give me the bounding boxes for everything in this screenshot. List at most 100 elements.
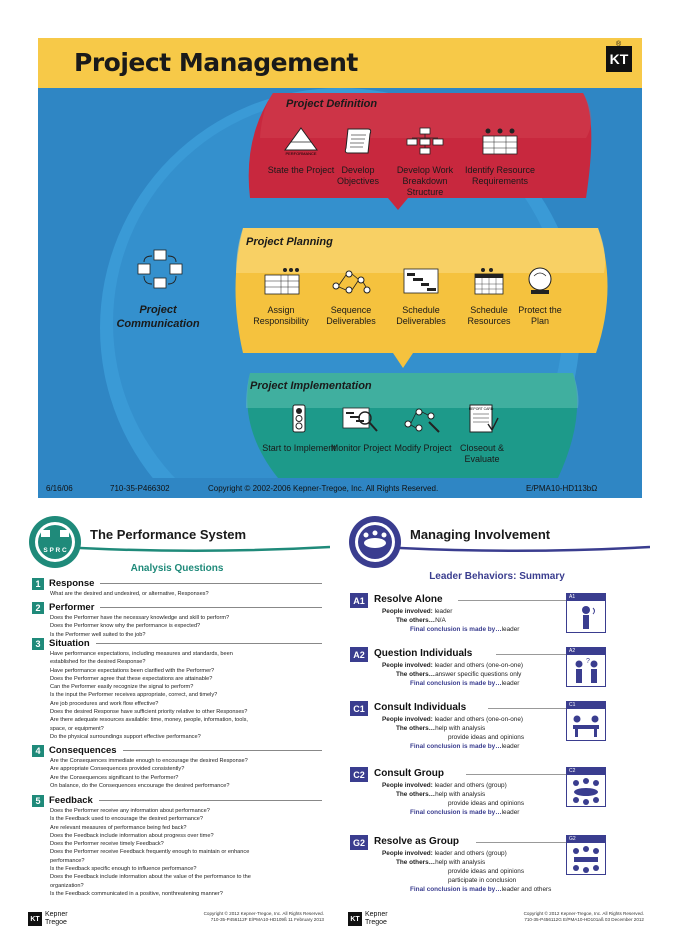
scroll-icon (344, 128, 372, 154)
step-label: Monitor Project (330, 443, 392, 453)
svg-text:?: ? (586, 658, 590, 665)
footer-copyright: Copyright © 2012 Kepner-Tregoe, Inc. All… (148, 911, 324, 923)
section-title: Consequences (49, 745, 117, 756)
people-line: People involved: leader (382, 608, 453, 615)
resolve-alone-icon: A1 (566, 593, 606, 633)
performance-system-title: The Performance System (90, 527, 247, 542)
section-number: 5 (32, 794, 44, 807)
others-line-3: participate in conclusion (448, 877, 517, 884)
copyright-line2: 710-35-P456112G E/PMA10-HD101aß 03 Decem… (524, 917, 644, 922)
project-management-card: Project Management KT ® Project Definiti… (38, 38, 642, 498)
behavior-title: Resolve as Group (374, 836, 460, 847)
report-card-icon: REPORT CARD (469, 404, 499, 433)
pm-footer-code: 710-35-P466302 (110, 484, 170, 493)
brand-line2: Tregoe (365, 919, 387, 926)
brand-line1: Kepner (365, 911, 388, 918)
question-item: Are job procedures and work flow effecti… (50, 700, 159, 707)
step-start-implement: Start to Implement (262, 404, 336, 454)
footer-brand: Kepner Tregoe (365, 911, 388, 927)
brand-line1: Kepner (45, 911, 68, 918)
network-icon (332, 270, 371, 294)
section-title: Feedback (49, 795, 93, 806)
question-item: Does the Feedback include information ab… (50, 874, 251, 881)
section-title: Situation (49, 638, 90, 649)
section-number: 3 (32, 637, 44, 650)
question-item: Is the Feedback specific enough to influ… (50, 866, 197, 873)
calendar-icon (474, 268, 504, 295)
performance-system-badge-icon: S P R C (29, 516, 81, 568)
copyright-line1: Copyright © 2012 Kepner-Tregoe, Inc. All… (523, 911, 644, 916)
final-line: Final conclusion is made by…leader and o… (410, 886, 552, 893)
pm-footer-copyright: Copyright © 2002-2006 Kepner-Tregoe, Inc… (208, 484, 439, 493)
behavior-code: A2 (350, 647, 368, 662)
question-item: Does the Performer agree that these expe… (50, 675, 213, 682)
behavior-a2: A2 Question Individuals People involved:… (348, 647, 646, 707)
step-monitor-project: Monitor Project (324, 404, 398, 454)
org-chart-icon (406, 127, 444, 155)
behavior-code: C2 (350, 767, 368, 782)
communication-cycle-icon (137, 249, 183, 289)
communication-label-line2: Communication (116, 318, 200, 330)
question-item: Is the input the Performer receives appr… (50, 692, 218, 699)
copyright-line2: 710-35-P456112F E/PMA10-HD109ß 11 Februa… (210, 917, 324, 922)
leader-behaviors-subtitle: Leader Behaviors: Summary (429, 571, 565, 582)
others-line: The others…answer specific questions onl… (396, 671, 522, 678)
step-state-project: PERFORMANCE State the Project (264, 126, 338, 176)
final-line: Final conclusion is made by…leader (410, 743, 520, 750)
pyramid-caption: PERFORMANCE (285, 151, 316, 156)
question-item: Are relevant measures of performance bei… (50, 824, 187, 831)
step-label: Sequence Deliverables (326, 305, 376, 326)
behavior-title: Consult Group (374, 768, 444, 779)
step-develop-wbs: Develop Work Breakdown Structure (388, 126, 462, 198)
section-number: 2 (32, 601, 44, 614)
step-label: State the Project (267, 165, 335, 175)
step-assign-responsibility: Assign Responsibility (244, 266, 318, 327)
step-develop-objectives: Develop Objectives (321, 126, 395, 187)
question-item: Are the Consequences significant to the … (50, 774, 179, 781)
magnifier-icon (342, 407, 378, 432)
brand-line2: Tregoe (45, 919, 67, 926)
question-item: performance? (50, 857, 85, 864)
question-item: Is the Feedback used to encourage the de… (50, 816, 203, 823)
step-closeout-evaluate: REPORT CARD Closeout & Evaluate (442, 404, 522, 465)
question-item: What are the desired and undesired, or a… (50, 591, 209, 597)
final-line: Final conclusion is made by…leader (410, 809, 520, 816)
people-line: People involved: leader and others (one-… (382, 716, 524, 723)
behavior-title: Question Individuals (374, 648, 473, 659)
final-line: Final conclusion is made by…leader (410, 626, 520, 633)
step-label: Schedule Deliverables (396, 305, 446, 326)
communication-label: Project Communication (98, 303, 218, 331)
traffic-light-icon (292, 404, 306, 433)
question-item: Are the Consequences immediate enough to… (50, 758, 248, 764)
behavior-code: C1 (350, 701, 368, 716)
question-individuals-icon: A2 ? (566, 647, 606, 687)
behavior-title: Resolve Alone (374, 594, 443, 605)
kt-logo: KT (606, 46, 632, 72)
pm-footer-doc-id: E/PMA10-HD113bΩ (526, 484, 598, 493)
managing-involvement-title: Managing Involvement (410, 527, 551, 542)
final-line: Final conclusion is made by…leader (410, 680, 520, 687)
step-schedule-resources: Schedule Resources (452, 266, 526, 327)
step-identify-resources: Identify Resource Requirements (458, 126, 542, 187)
behavior-title: Consult Individuals (374, 702, 467, 713)
matrix-icon (264, 268, 300, 295)
question-item: Does the Performer receive Feedback freq… (50, 849, 250, 856)
people-line: People involved: leader and others (grou… (382, 782, 507, 789)
planning-title: Project Planning (246, 236, 333, 248)
step-schedule-deliverables: Schedule Deliverables (384, 266, 458, 327)
section-number: 4 (32, 744, 44, 757)
consult-group-icon: C2 (566, 767, 606, 807)
step-label: Modify Project (394, 443, 452, 453)
step-label: Schedule Resources (467, 305, 511, 326)
implementation-title: Project Implementation (250, 380, 372, 392)
question-item: established for the desired Response? (50, 659, 146, 666)
question-item: On balance, do the Consequences encourag… (50, 782, 230, 789)
modify-network-icon (404, 408, 440, 433)
section-number: 1 (32, 577, 44, 590)
behavior-c2: C2 Consult Group People involved: leader… (348, 767, 646, 827)
behavior-c1: C1 Consult Individuals People involved: … (348, 701, 646, 761)
others-line-2: provide ideas and opinions (448, 868, 525, 875)
